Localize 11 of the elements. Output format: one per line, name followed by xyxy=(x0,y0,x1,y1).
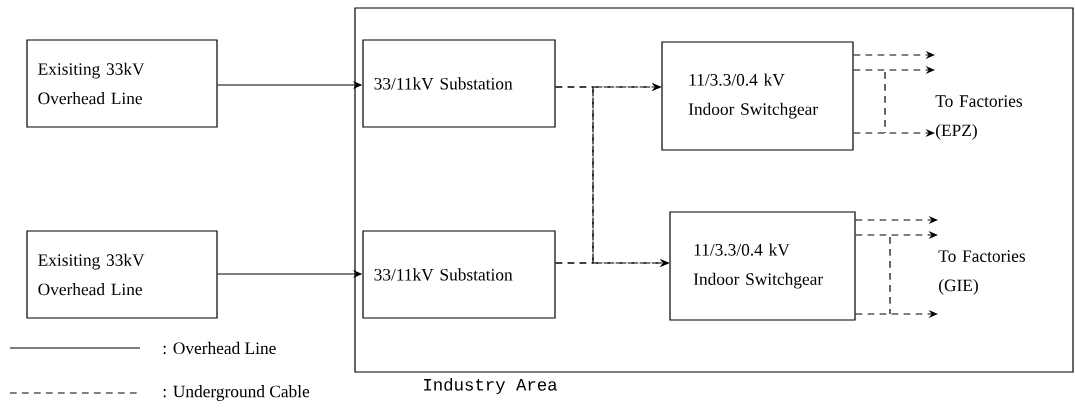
substation-box: 33/11kV Substation xyxy=(362,39,556,128)
source-box: Exisiting 33kV Overhead Line xyxy=(26,39,218,128)
destination-label: To Factories (GIE) xyxy=(938,250,1025,295)
destination-label: To Factories (EPZ) xyxy=(935,95,1022,140)
substation-box: 33/11kV Substation xyxy=(362,230,556,319)
switchgear-box: 11/3.3/0.4 kV Indoor Switchgear xyxy=(661,41,854,151)
switchgear-box: 11/3.3/0.4 kV Indoor Switchgear xyxy=(669,211,856,321)
legend-text: : Overhead Line xyxy=(163,341,276,355)
area-label: Industry Area xyxy=(424,377,557,395)
legend-text: : Underground Cable xyxy=(163,385,310,401)
source-box: Exisiting 33kV Overhead Line xyxy=(26,230,218,319)
